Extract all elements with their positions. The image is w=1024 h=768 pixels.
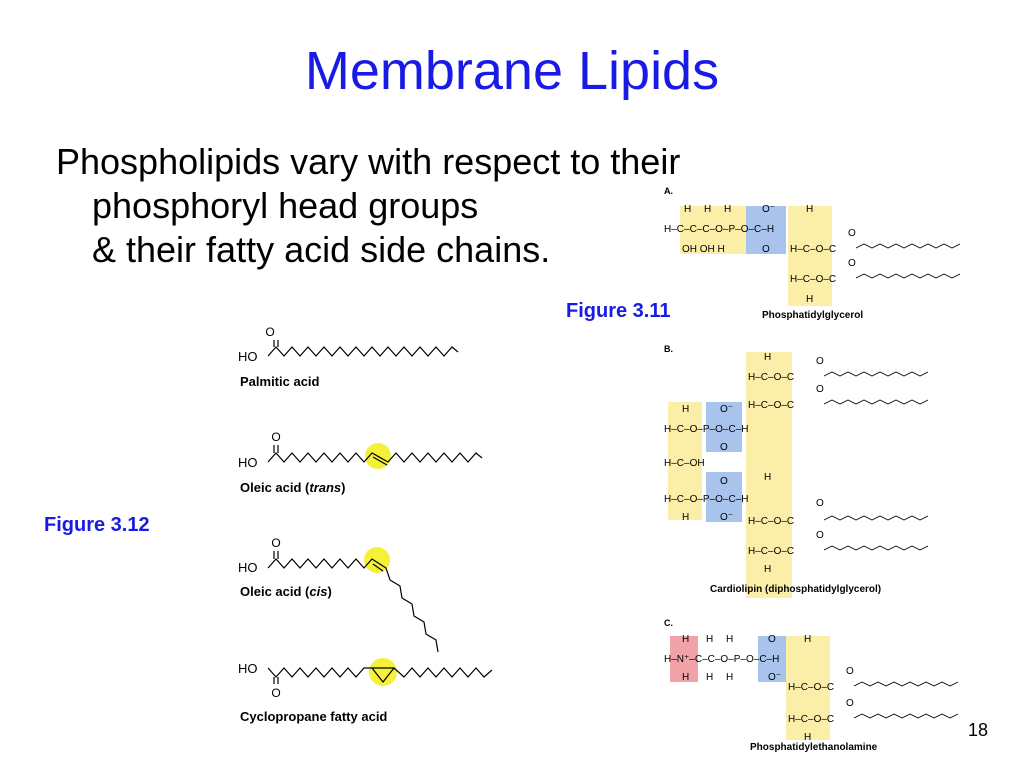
oleic-cis-label: Oleic acid (cis) <box>240 584 332 599</box>
bullet-line-3: & their fatty acid side chains. <box>92 229 551 270</box>
phosphatidylglycerol-label: Phosphatidylglycerol <box>762 310 863 321</box>
oleic-cis-o: O <box>271 536 280 550</box>
svg-text:H–C–O–C: H–C–O–C <box>748 372 794 383</box>
bullet-line-2: phosphoryl head groups <box>92 185 479 226</box>
svg-text:H–C–O–C: H–C–O–C <box>748 546 794 557</box>
svg-text:H–C–O–C: H–C–O–C <box>790 244 836 255</box>
phosphate-box <box>706 402 742 452</box>
palmitic-o: O <box>265 325 274 339</box>
svg-text:H–C–C–C–O–P–O–C–H: H–C–C–C–O–P–O–C–H <box>664 224 774 235</box>
svg-text:O: O <box>816 498 824 509</box>
cyclopropane-ho: HO <box>238 661 258 676</box>
panel-b-label: B. <box>664 344 673 354</box>
svg-text:H–C–O–C: H–C–O–C <box>790 274 836 285</box>
cyclopropane-o: O <box>271 686 280 700</box>
svg-text:O: O <box>848 258 856 269</box>
svg-text:O⁻: O⁻ <box>762 204 775 215</box>
glycerol-box <box>746 352 792 598</box>
svg-text:H: H <box>726 672 733 683</box>
svg-text:H: H <box>764 472 771 483</box>
cyclopropane-label: Cyclopropane fatty acid <box>240 709 387 724</box>
glycerol-box <box>788 206 832 306</box>
svg-text:O⁻: O⁻ <box>720 512 733 523</box>
panel-a-label: A. <box>664 186 673 196</box>
svg-text:H: H <box>682 404 689 415</box>
phosphate-box <box>706 472 742 522</box>
svg-text:O⁻: O⁻ <box>720 404 733 415</box>
figure-3-12-label: Figure 3.12 <box>44 514 150 536</box>
svg-text:H: H <box>682 634 689 645</box>
panel-c-label: C. <box>664 618 673 628</box>
svg-text:O: O <box>816 384 824 395</box>
svg-text:H: H <box>806 204 813 215</box>
bullet-line-1: Phospholipids vary with respect to their <box>56 141 681 182</box>
svg-text:H: H <box>724 204 731 215</box>
svg-text:H: H <box>726 634 733 645</box>
svg-text:H: H <box>682 512 689 523</box>
oleic-cis-ho: HO <box>238 560 258 575</box>
svg-text:O: O <box>720 442 728 453</box>
svg-text:H–C–O–C: H–C–O–C <box>788 714 834 725</box>
svg-text:H: H <box>804 732 811 743</box>
svg-text:H–C–O–P–O–C–H: H–C–O–P–O–C–H <box>664 494 748 505</box>
phosphatidylethanolamine-label: Phosphatidylethanolamine <box>750 742 878 753</box>
svg-text:H–C–O–C: H–C–O–C <box>748 400 794 411</box>
oleic-trans-label: Oleic acid (trans) <box>240 480 346 495</box>
svg-text:H–C–O–P–O–C–H: H–C–O–P–O–C–H <box>664 424 748 435</box>
svg-text:H–N⁺–C–C–O–P–O–C–H: H–N⁺–C–C–O–P–O–C–H <box>664 654 779 665</box>
svg-text:O: O <box>816 356 824 367</box>
palmitic-acid-label: Palmitic acid <box>240 374 320 389</box>
amine-box <box>670 636 698 682</box>
svg-text:H: H <box>804 634 811 645</box>
glycerol-box <box>680 206 746 254</box>
svg-text:O: O <box>816 530 824 541</box>
cardiolipin-label: Cardiolipin (diphosphatidylglycerol) <box>710 584 881 595</box>
oleic-trans-ho: HO <box>238 455 258 470</box>
svg-text:H: H <box>706 672 713 683</box>
svg-text:H: H <box>764 352 771 363</box>
svg-text:O: O <box>768 634 776 645</box>
figure-3-11-label: Figure 3.11 <box>566 300 671 322</box>
glycerol-box <box>668 402 702 520</box>
svg-text:H: H <box>682 672 689 683</box>
slide-title: Membrane Lipids <box>304 41 720 101</box>
palmitic-ho: HO <box>238 349 258 364</box>
svg-text:O: O <box>720 476 728 487</box>
svg-text:H–C–OH: H–C–OH <box>664 458 705 469</box>
svg-text:H–C–O–C: H–C–O–C <box>748 516 794 527</box>
svg-text:H: H <box>706 634 713 645</box>
page-number: 18 <box>967 720 988 740</box>
bullet-text: Phospholipids vary with respect to their… <box>56 140 680 272</box>
svg-text:H: H <box>684 204 691 215</box>
svg-text:O: O <box>846 698 854 709</box>
svg-text:O: O <box>848 228 856 239</box>
svg-text:O: O <box>762 244 770 255</box>
svg-text:H: H <box>704 204 711 215</box>
svg-text:O⁻: O⁻ <box>768 672 781 683</box>
svg-text:OH OH H: OH OH H <box>682 244 725 255</box>
svg-text:H: H <box>764 564 771 575</box>
phosphate-box <box>746 206 786 254</box>
glycerol-box <box>786 636 830 740</box>
oleic-trans-o: O <box>271 430 280 444</box>
svg-text:O: O <box>846 666 854 677</box>
svg-text:H–C–O–C: H–C–O–C <box>788 682 834 693</box>
fatty-acid-figure: O HO Palmitic acid O HO Oleic acid (tran… <box>238 325 493 724</box>
svg-text:H: H <box>806 294 813 305</box>
